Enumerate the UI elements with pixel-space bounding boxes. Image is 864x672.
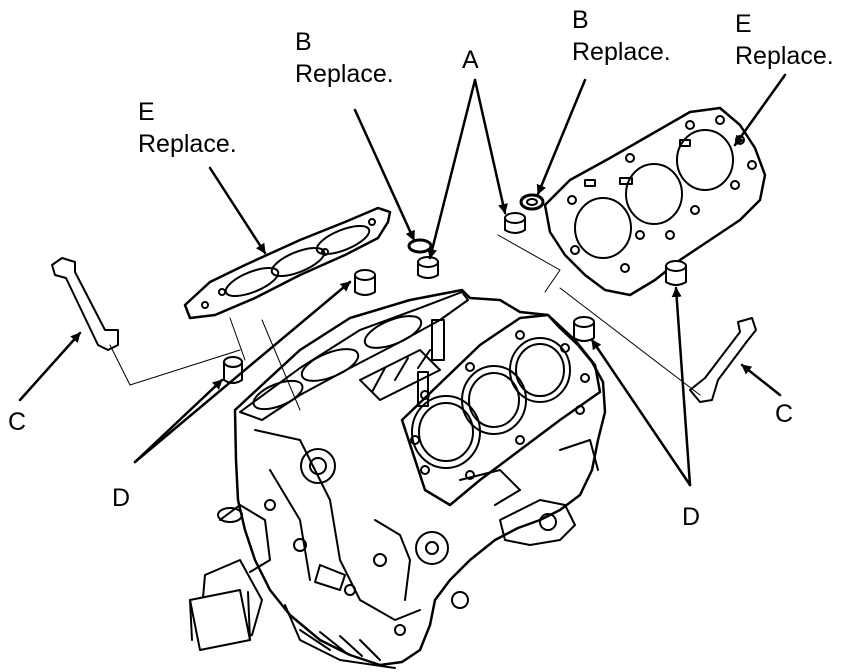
callout-e-left-note: Replace. bbox=[138, 130, 237, 158]
o-ring-right bbox=[519, 193, 545, 211]
right-head-gasket bbox=[543, 106, 767, 297]
callout-c-right-letter: C bbox=[775, 400, 794, 428]
dowel-pin-right-1 bbox=[573, 316, 595, 342]
arrows bbox=[18, 73, 787, 487]
callout-b-right-note: Replace. bbox=[572, 38, 671, 66]
callout-a-letter: A bbox=[462, 46, 479, 74]
callout-d-right-letter: D bbox=[682, 503, 701, 531]
engine-block bbox=[233, 288, 607, 669]
orifice-right bbox=[504, 212, 526, 234]
callout-b-right-letter: B bbox=[572, 6, 589, 34]
oil-filter bbox=[189, 504, 271, 651]
callout-d-left-letter: D bbox=[112, 484, 131, 512]
callout-e-right-letter: E bbox=[735, 10, 752, 38]
dowel-pin-left-1 bbox=[354, 269, 376, 296]
alignment-tool-left bbox=[51, 257, 119, 351]
left-head-gasket bbox=[183, 206, 392, 320]
alignment-tool-right bbox=[689, 317, 757, 403]
leader-lines bbox=[109, 234, 701, 411]
callout-e-left-letter: E bbox=[138, 98, 155, 126]
dowel-pin-right-2 bbox=[665, 260, 687, 286]
callout-b-left-note: Replace. bbox=[295, 60, 394, 88]
callout-b-left-letter: B bbox=[295, 28, 312, 56]
orifice-left bbox=[417, 256, 439, 279]
callout-e-right-note: Replace. bbox=[735, 42, 834, 70]
callout-c-left-letter: C bbox=[8, 408, 27, 436]
o-ring-left bbox=[407, 238, 433, 254]
